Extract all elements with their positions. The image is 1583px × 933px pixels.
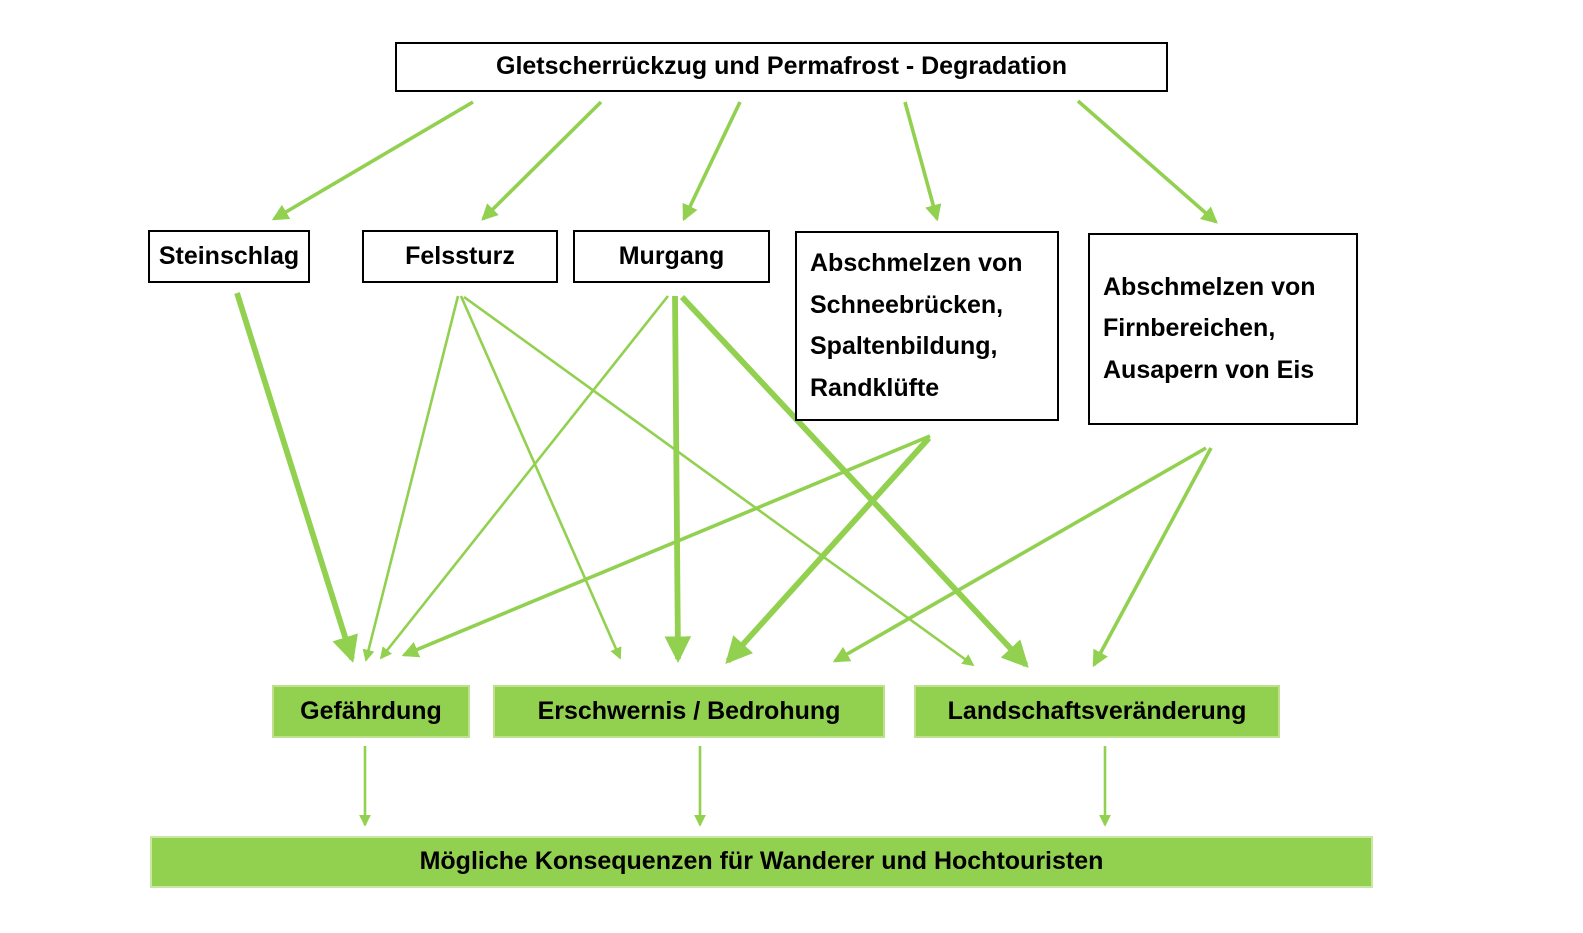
- arrow-top-to-felssturz: [481, 100, 603, 221]
- node-gefaehrdung: Gefährdung: [272, 685, 470, 738]
- arrow-murgang-to-gefaehrdung: [379, 295, 670, 660]
- node-abschmelzen-schneebruecken: Abschmelzen von Schneebrücken, Spaltenbi…: [795, 231, 1059, 421]
- arrow-top-to-firnbereichen: [1076, 99, 1218, 224]
- arrow-firnbereichen-to-landschaft: [1092, 447, 1213, 668]
- node-steinschlag: Steinschlag: [148, 230, 310, 283]
- arrow-schneebruecken-to-erschwernis: [725, 436, 932, 664]
- arrow-steinschlag-to-gefaehrdung: [234, 292, 358, 663]
- node-felssturz: Felssturz: [362, 230, 558, 283]
- arrow-schneebruecken-to-gefaehrdung: [401, 434, 931, 658]
- arrow-murgang-to-erschwernis: [664, 295, 692, 664]
- arrow-felssturz-to-erschwernis: [459, 295, 622, 660]
- node-moegliche-konsequenzen: Mögliche Konsequenzen für Wanderer und H…: [150, 836, 1373, 888]
- arrow-felssturz-to-gefaehrdung: [362, 295, 460, 662]
- node-murgang: Murgang: [573, 230, 770, 283]
- node-gletscherrueckzug-permafrost: Gletscherrückzug und Permafrost - Degrad…: [395, 42, 1168, 92]
- arrow-top-to-steinschlag: [271, 100, 474, 221]
- node-erschwernis-bedrohung: Erschwernis / Bedrohung: [493, 685, 885, 738]
- arrow-top-to-schneebruecken: [903, 101, 942, 222]
- node-abschmelzen-firnbereichen: Abschmelzen von Firnbereichen, Ausapern …: [1088, 233, 1358, 425]
- node-landschaftsveraenderung: Landschaftsveränderung: [914, 685, 1280, 738]
- arrow-firnbereichen-to-erschwernis: [832, 446, 1207, 663]
- arrow-top-to-murgang: [682, 101, 742, 222]
